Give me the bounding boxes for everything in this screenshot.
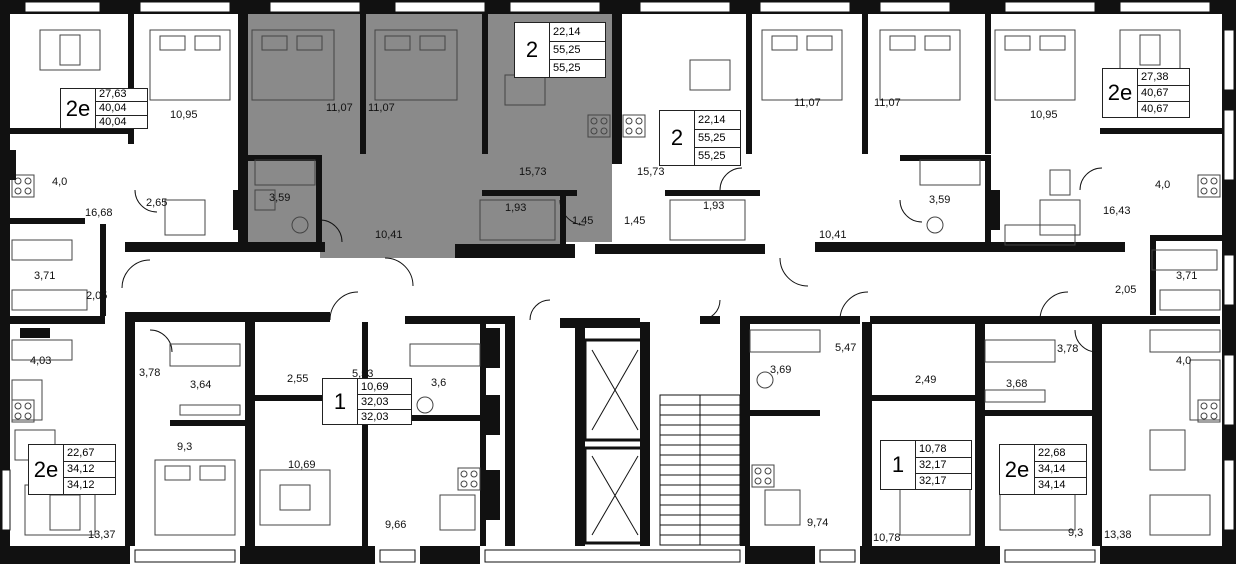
room-area: 3,59: [929, 194, 951, 206]
total-area: 32,03: [358, 395, 411, 410]
room-area: 5,47: [835, 342, 857, 354]
total-area: 55,25: [695, 130, 740, 148]
living-area: 22,67: [64, 446, 115, 462]
total-area-with-balcony: 32,17: [919, 474, 947, 487]
apartment-info-box[interactable]: 1 10,69 32,03 32,03: [322, 378, 412, 425]
room-area: 3,69: [770, 364, 792, 376]
room-area: 13,38: [1104, 529, 1132, 541]
living-area: 22,14: [550, 24, 605, 42]
room-area: 1,45: [572, 215, 594, 227]
total-area-with-balcony: 55,25: [698, 149, 726, 162]
total-area: 55,25: [550, 42, 605, 60]
room-area: 16,68: [85, 207, 113, 219]
room-area: 10,69: [288, 459, 316, 471]
living-area: 22,68: [1035, 446, 1086, 462]
room-area: 15,73: [637, 166, 665, 178]
apartment-type: 2е: [1000, 445, 1035, 494]
room-area: 2,05: [1115, 284, 1137, 296]
total-area: 34,14: [1035, 462, 1086, 478]
room-area: 4,0: [52, 176, 68, 188]
living-area: 27,38: [1138, 70, 1189, 86]
room-area: 11,07: [874, 97, 901, 109]
total-area-with-balcony: 40,04: [99, 116, 127, 128]
apartment-type: 1: [323, 379, 358, 424]
room-area: 2,05: [86, 290, 108, 302]
apartment-type: 2: [660, 111, 695, 165]
utility-shafts: [10, 150, 1000, 520]
room-area: 4,0: [1176, 355, 1192, 367]
elevator-shafts: [583, 338, 647, 545]
total-area-with-balcony: 34,14: [1038, 479, 1066, 491]
room-area: 9,3: [1068, 527, 1084, 539]
total-area: 32,17: [916, 458, 971, 474]
room-area: 9,74: [807, 517, 829, 529]
total-area: 34,12: [64, 462, 115, 478]
apartment-type: 2е: [61, 89, 96, 128]
total-area: 40,04: [96, 102, 147, 116]
doors: [121, 167, 1103, 353]
apartment-type: 1: [881, 441, 916, 489]
apartment-info-box[interactable]: 1 10,78 32,17 32,17: [880, 440, 972, 490]
room-area: 1,45: [624, 215, 646, 227]
room-area: 13,37: [88, 529, 116, 541]
room-area: 3,59: [269, 192, 291, 204]
room-area: 11,07: [794, 97, 821, 109]
kitchen-stoves: [11, 114, 1221, 491]
living-area: 10,78: [916, 442, 971, 458]
room-area: 3,6: [431, 377, 447, 389]
apartment-info-box[interactable]: 2е 27,63 40,04 40,04: [60, 88, 148, 129]
total-area-with-balcony: 40,67: [1141, 102, 1169, 115]
room-area: 10,78: [873, 532, 901, 544]
room-area: 2,55: [287, 373, 309, 385]
room-area: 5,53: [352, 368, 374, 380]
room-area: 11,07: [326, 102, 353, 114]
apartment-info-box[interactable]: 2 22,14 55,25 55,25: [514, 22, 606, 78]
apartment-type: 2е: [29, 445, 64, 494]
living-area: 27,63: [96, 88, 147, 102]
room-area: 2,49: [915, 374, 937, 386]
total-area: 40,67: [1138, 86, 1189, 102]
room-area: 15,73: [519, 166, 547, 178]
room-area: 3,71: [1176, 270, 1198, 282]
room-area: 10,95: [170, 109, 198, 121]
apartment-info-box[interactable]: 2е 27,38 40,67 40,67: [1102, 68, 1190, 118]
total-area-with-balcony: 32,03: [361, 410, 389, 423]
apartment-type: 2: [515, 23, 550, 77]
room-area: 11,07: [368, 102, 395, 114]
room-area: 3,64: [190, 379, 212, 391]
total-area-with-balcony: 34,12: [67, 479, 95, 491]
room-area: 2,65: [146, 197, 168, 209]
apartment-info-box[interactable]: 2 22,14 55,25 55,25: [659, 110, 741, 166]
bathroom-fixtures: [11, 159, 1221, 421]
room-area: 3,78: [1057, 343, 1079, 355]
room-area: 10,95: [1030, 109, 1058, 121]
room-area: 1,93: [703, 200, 725, 212]
staircase: [659, 394, 741, 546]
room-area: 9,3: [177, 441, 193, 453]
living-area: 22,14: [695, 112, 740, 130]
room-area: 10,41: [375, 229, 403, 241]
apartment-info-box[interactable]: 2е 22,68 34,14 34,14: [999, 444, 1087, 495]
total-area-with-balcony: 55,25: [553, 61, 581, 74]
room-area: 3,68: [1006, 378, 1028, 390]
room-area: 4,0: [1155, 179, 1171, 191]
room-area: 1,93: [505, 202, 527, 214]
room-area: 4,03: [30, 355, 52, 367]
room-area: 9,66: [385, 519, 407, 531]
apartment-info-box[interactable]: 2е 22,67 34,12 34,12: [28, 444, 116, 495]
apartment-type: 2е: [1103, 69, 1138, 117]
room-area: 3,71: [34, 270, 56, 282]
living-area: 10,69: [358, 380, 411, 395]
room-area: 10,41: [819, 229, 847, 241]
room-area: 3,78: [139, 367, 161, 379]
room-area: 16,43: [1103, 205, 1131, 217]
